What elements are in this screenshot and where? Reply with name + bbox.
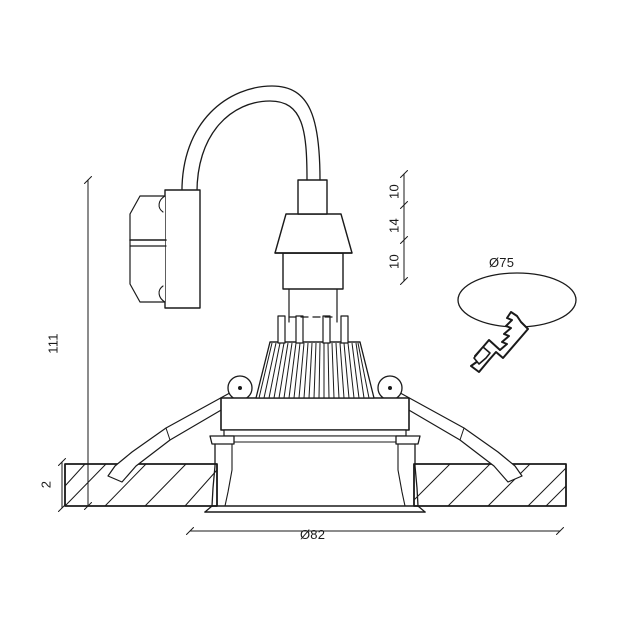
dimension-label-segment-middle: 14	[386, 218, 402, 233]
keyhole-saw-tool	[470, 311, 529, 373]
dimension-label-ceiling-thickness: 2	[38, 480, 54, 489]
heatsink-pins	[277, 315, 349, 344]
spring-clip-right	[377, 375, 523, 483]
dimension-label-segment-upper: 10	[386, 184, 402, 199]
dimension-label-outer-diameter: Ø82	[300, 527, 326, 542]
dimension-label-height: 111	[45, 333, 61, 354]
dimension-label-segment-lower: 10	[386, 254, 402, 269]
dimension-line-diameter	[186, 527, 564, 535]
finned-heatsink	[255, 341, 375, 399]
ceiling-board-left	[64, 463, 218, 507]
dimension-line-thickness	[58, 458, 66, 512]
terminal-box	[129, 189, 201, 309]
dimension-label-cutout-diameter: Ø75	[489, 255, 515, 270]
lamp-body	[274, 179, 353, 323]
dimension-chain-right	[400, 170, 408, 285]
downlight-housing	[204, 397, 426, 513]
ceiling-board-right	[413, 463, 567, 507]
dimension-line-height	[84, 176, 92, 510]
